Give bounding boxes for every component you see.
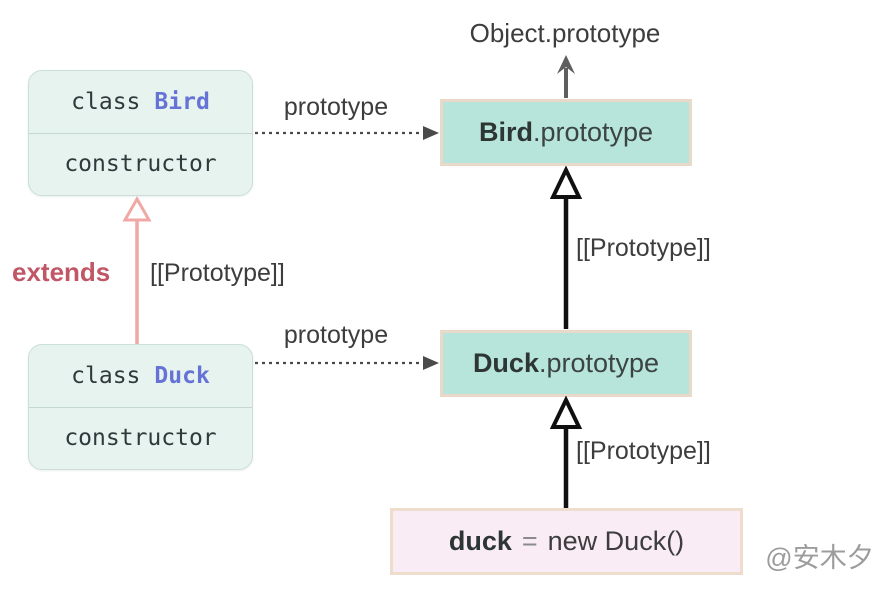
arrow-bird-prototype-to-object-prototype-icon [557, 55, 575, 98]
prototype-chain-arrow-instance-to-duck-icon [550, 396, 582, 508]
prototype-label-top: prototype [283, 93, 389, 121]
prototype-label-bottom: prototype [283, 321, 389, 349]
object-prototype-label: Object.prototype [469, 18, 661, 48]
prototype-internal-label-bottom: [[Prototype]] [576, 437, 711, 465]
prototype-internal-label-left: [[Prototype]] [150, 259, 285, 287]
class-duck-title: class Duck [29, 345, 252, 408]
dashed-arrow-duck-to-prototype-icon [255, 356, 439, 370]
instance-variable: duck [448, 526, 512, 556]
class-bird-title: class Bird [29, 71, 252, 134]
extends-arrow-icon [122, 196, 152, 344]
bird-prototype-object: Bird [478, 117, 533, 147]
class-bird-box: class Bird constructor [28, 70, 253, 196]
prototype-internal-label-middle: [[Prototype]] [576, 234, 711, 262]
duck-instance-box: duck = new Duck() [390, 508, 743, 575]
bird-prototype-box: Bird.prototype [440, 99, 692, 166]
class-bird-name: Bird [154, 88, 210, 115]
class-bird-constructor: constructor [64, 151, 217, 178]
extends-label: extends [12, 257, 111, 287]
prototype-chain-arrow-duck-to-bird-icon [550, 166, 582, 329]
bird-prototype-suffix: .prototype [532, 117, 654, 147]
class-keyword: class [71, 362, 141, 389]
duck-prototype-box: Duck.prototype [440, 330, 692, 397]
dashed-arrow-bird-to-prototype-icon [255, 126, 439, 140]
duck-prototype-object: Duck [472, 348, 539, 378]
watermark: @安木夕 [765, 543, 874, 573]
duck-prototype-suffix: .prototype [538, 348, 660, 378]
class-duck-constructor: constructor [64, 425, 217, 452]
class-duck-box: class Duck constructor [28, 344, 253, 470]
class-keyword: class [71, 88, 141, 115]
assignment-operator: = [521, 526, 538, 556]
class-duck-name: Duck [154, 362, 210, 389]
instance-expression: new Duck() [547, 526, 685, 556]
